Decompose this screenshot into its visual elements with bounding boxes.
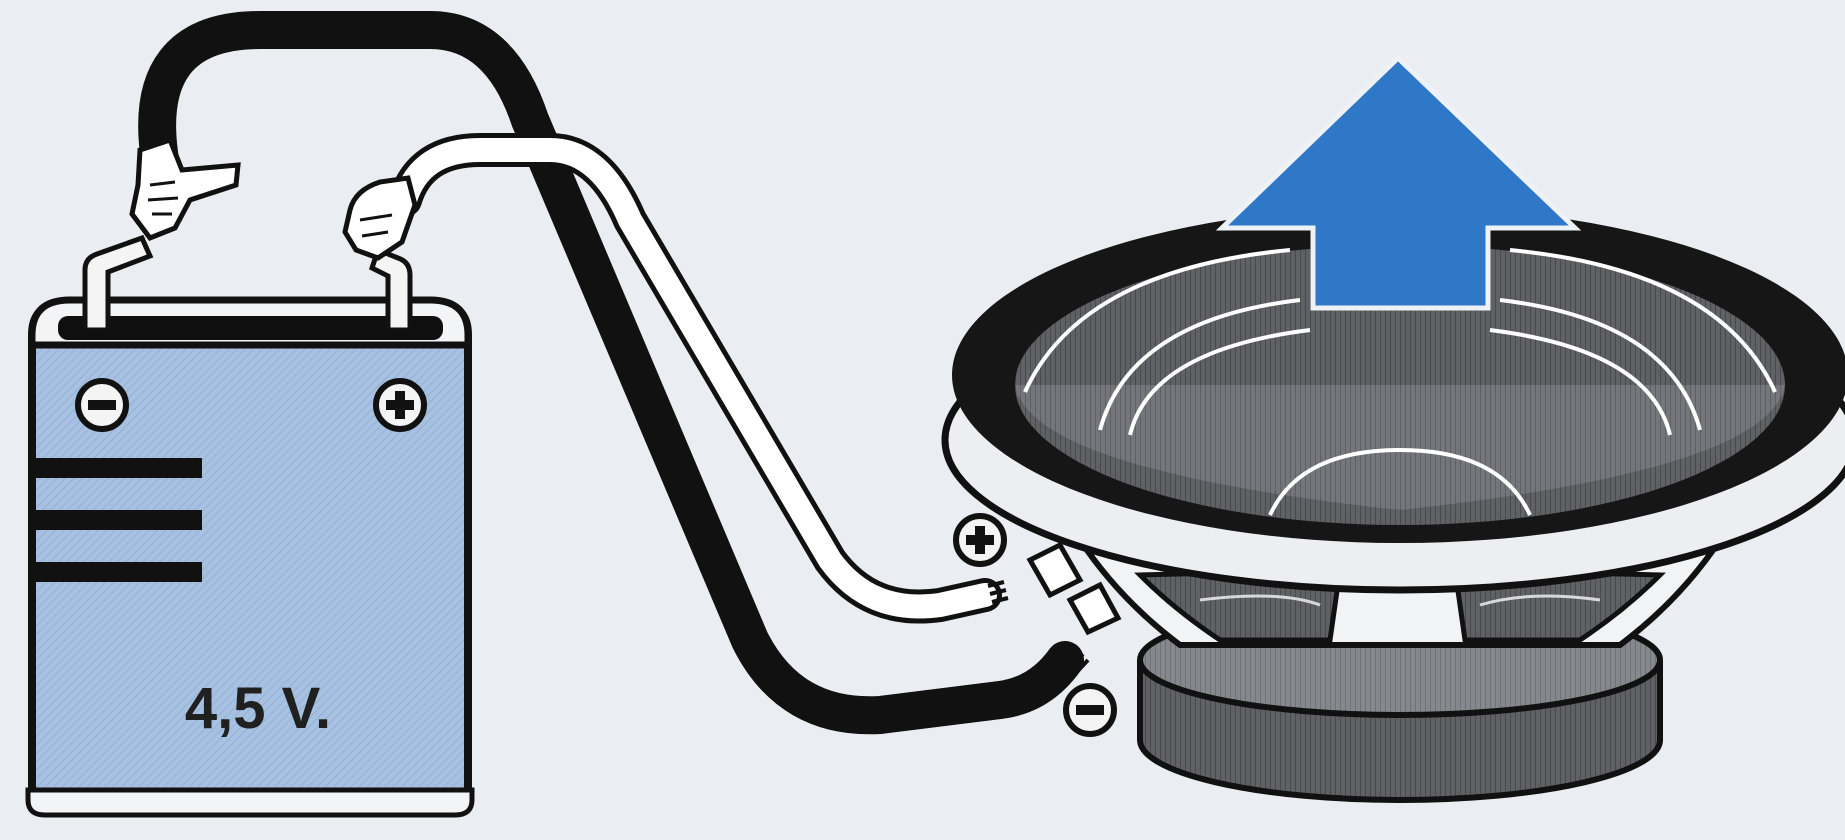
battery-top-slot	[58, 316, 443, 340]
battery-stripe-2	[32, 510, 202, 530]
positive-alligator-clip	[345, 178, 415, 258]
battery-stripe-1	[32, 458, 202, 478]
battery-voltage-label: 4,5 V.	[185, 676, 331, 741]
speaker-positive-symbol	[956, 516, 1004, 564]
battery-stripe-3	[32, 562, 202, 582]
negative-alligator-clip	[132, 140, 238, 238]
battery-negative-symbol	[78, 381, 126, 429]
battery-positive-symbol	[376, 381, 424, 429]
battery: 4,5 V.	[28, 238, 472, 815]
battery-base	[28, 790, 472, 815]
speaker-negative-symbol	[1066, 686, 1114, 734]
